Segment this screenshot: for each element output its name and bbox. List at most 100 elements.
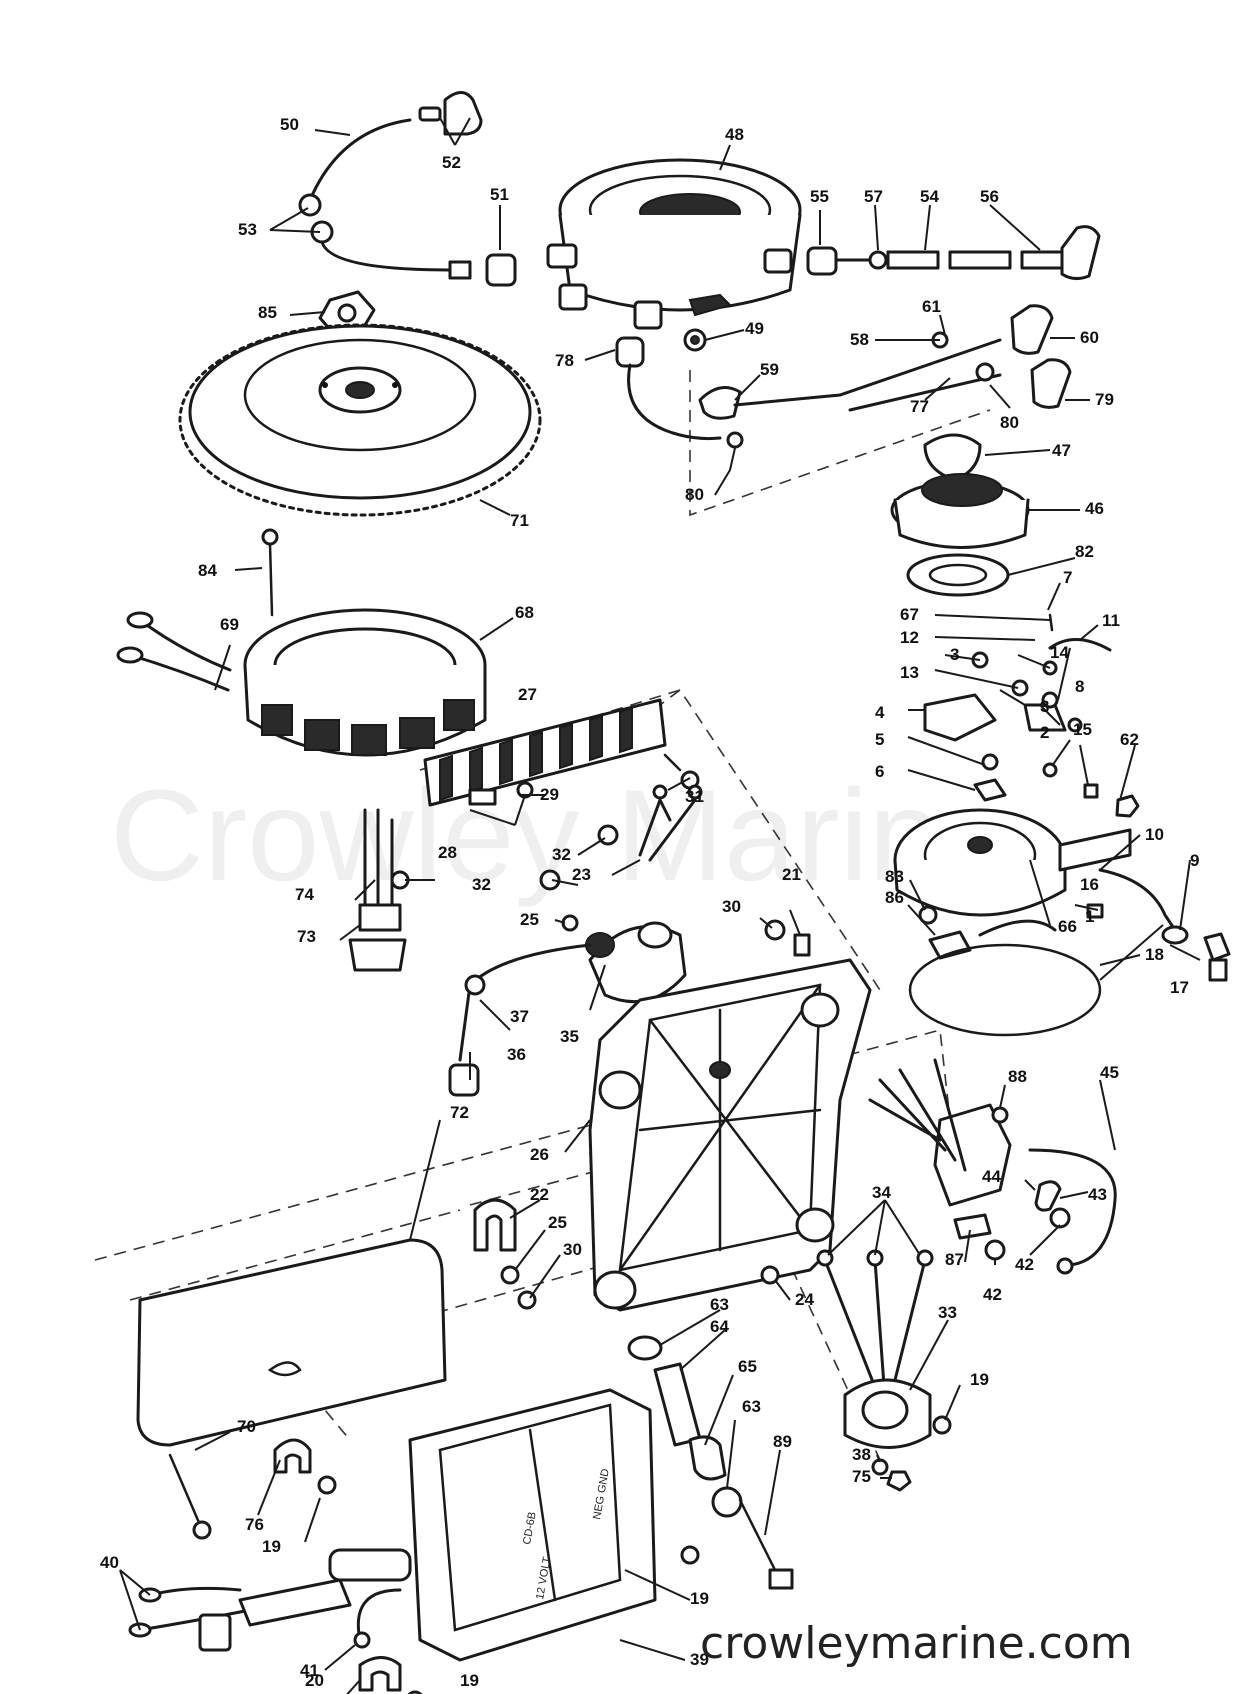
callout-41: 41 (300, 1661, 319, 1680)
power-pack-39: CD-6B 12 VOLT NEG GND (408, 1388, 657, 1662)
callout-86: 86 (885, 888, 904, 907)
spacer-63-lower (711, 1486, 743, 1518)
ignition-lead-harness (615, 304, 1072, 449)
callout-25b: 25 (548, 1213, 567, 1232)
retainer-47 (923, 433, 982, 482)
callout-37: 37 (510, 1007, 529, 1026)
callout-38: 38 (852, 1445, 871, 1464)
callout-76: 76 (245, 1515, 264, 1534)
callout-5: 5 (875, 730, 884, 749)
callout-75: 75 (852, 1467, 871, 1486)
clamp-43 (1034, 1180, 1062, 1212)
clip-29 (468, 781, 534, 806)
flywheel-nut-85 (318, 290, 376, 336)
callout-11: 11 (1102, 611, 1120, 630)
power-pack-model-label: CD-6B (521, 1511, 539, 1546)
screws-19-lower (317, 1475, 700, 1694)
callout-71: 71 (510, 511, 529, 530)
callout-68: 68 (515, 603, 534, 622)
mounting-plate-26 (588, 958, 872, 1312)
timer-leads-10-9-17 (1098, 868, 1231, 982)
callout-32b: 32 (472, 875, 491, 894)
callout-55: 55 (810, 187, 829, 206)
callout-8: 8 (1075, 677, 1084, 696)
callout-63: 63 (710, 1295, 729, 1314)
callout-64: 64 (710, 1317, 729, 1336)
callout-22: 22 (530, 1185, 549, 1204)
callout-14: 14 (1050, 643, 1069, 662)
leader-lines (119, 117, 1201, 1694)
callout-9: 9 (1190, 851, 1199, 870)
callout-44: 44 (982, 1167, 1001, 1186)
callout-89: 89 (773, 1432, 792, 1451)
small-parts-2-3-5-6-7-12-13-14-15 (971, 613, 1112, 802)
callout-51: 51 (490, 185, 509, 204)
callout-69: 69 (220, 615, 239, 634)
terminal-block-27 (423, 698, 667, 807)
callout-53: 53 (238, 220, 257, 239)
callout-84: 84 (198, 561, 217, 580)
sleeve-64 (653, 1362, 702, 1447)
callout-7: 7 (1063, 568, 1072, 587)
callout-3: 3 (950, 645, 959, 664)
callout-85: 85 (258, 303, 277, 322)
callout-13: 13 (900, 663, 919, 682)
callout-6: 6 (875, 762, 884, 781)
spring-66 (978, 919, 1057, 937)
callout-82: 82 (1075, 542, 1094, 561)
callout-42b: 42 (983, 1285, 1002, 1304)
washer-38-nut-75 (871, 1458, 912, 1492)
cover-72 (136, 1238, 447, 1447)
callout-10: 10 (1145, 825, 1164, 844)
stator-leads-69 (116, 611, 232, 692)
callout-31: 31 (685, 787, 704, 806)
callout-1: 1 (1085, 907, 1094, 926)
clamp-76 (273, 1438, 312, 1474)
screw-70 (168, 1453, 212, 1540)
callout-27: 27 (518, 685, 537, 704)
callout-78: 78 (555, 351, 574, 370)
callout-73: 73 (297, 927, 316, 946)
callout-3b: 3 (1040, 697, 1049, 716)
callout-4: 4 (875, 703, 885, 722)
callout-60: 60 (1080, 328, 1099, 347)
callout-39: 39 (690, 1650, 709, 1669)
callout-19b: 19 (262, 1537, 281, 1556)
callout-numbers: 50 52 53 51 48 55 57 54 56 85 49 78 59 5… (100, 115, 1199, 1690)
flywheel-71 (178, 323, 542, 517)
callout-12: 12 (900, 628, 919, 647)
washer-25 (561, 914, 579, 932)
callout-19c: 19 (690, 1589, 709, 1608)
callout-19d: 19 (460, 1671, 479, 1690)
screw-24 (760, 1265, 780, 1285)
clip-21 (793, 933, 811, 957)
callout-42: 42 (1015, 1255, 1034, 1274)
callout-61: 61 (922, 297, 941, 316)
ground-lead-45 (1028, 1148, 1117, 1275)
callout-34: 34 (872, 1183, 891, 1202)
callout-70: 70 (237, 1417, 256, 1436)
clamp-22 (473, 1198, 517, 1252)
screw-83 (918, 905, 938, 925)
callout-30: 30 (722, 897, 741, 916)
spark-plug-lead-54 (806, 225, 1101, 281)
timer-base-1 (893, 808, 1132, 917)
rectifier-88 (868, 1058, 1012, 1207)
callout-16: 16 (1080, 875, 1099, 894)
spacer-63-upper (627, 1335, 663, 1361)
callout-79: 79 (1095, 390, 1114, 409)
callout-88: 88 (1008, 1067, 1027, 1086)
grommet-65 (688, 1435, 727, 1481)
trigger-leads-34 (816, 1249, 934, 1402)
callout-28: 28 (438, 843, 457, 862)
callout-40: 40 (100, 1553, 119, 1572)
rotor-46 (890, 473, 1030, 549)
nut-62 (1115, 794, 1140, 818)
callout-43: 43 (1088, 1185, 1107, 1204)
site-url[interactable]: crowleymarine.com (700, 1618, 1133, 1669)
callout-30b: 30 (563, 1240, 582, 1259)
callout-62: 62 (1120, 730, 1139, 749)
power-pack-leads-40 (128, 1548, 412, 1652)
callout-18: 18 (1145, 945, 1164, 964)
